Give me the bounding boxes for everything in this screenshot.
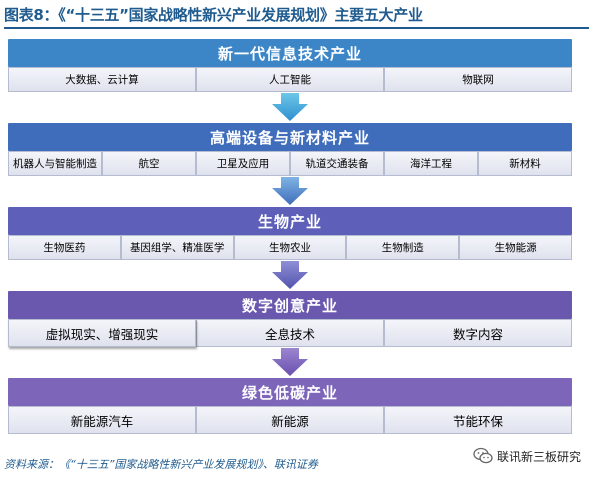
sub-industry-cell: 新能源汽车	[8, 406, 196, 434]
sub-industry-cell: 全息技术	[196, 319, 384, 347]
sub-industry-cell: 海洋工程	[384, 151, 478, 176]
sub-industry-cell: 生物制造	[346, 235, 460, 260]
industry-row-1: 大数据、云计算 人工智能 物联网	[8, 67, 572, 92]
sub-industry-cell: 基因组学、精准医学	[120, 235, 234, 260]
sub-industry-cell: 轨道交通装备	[290, 151, 384, 176]
sub-industry-cell: 大数据、云计算	[8, 67, 196, 92]
sub-industry-cell: 节能环保	[384, 406, 572, 434]
down-arrow-icon	[272, 261, 308, 289]
industry-row-3: 生物医药 基因组学、精准医学 生物农业 生物制造 生物能源	[8, 235, 572, 260]
source-note: 资料来源：《“十三五”国家战略性新兴产业发展规划》、联讯证券	[4, 458, 318, 471]
down-arrow-icon	[272, 348, 308, 376]
industry-band-5: 绿色低碳产业	[8, 378, 572, 406]
industry-band-4: 数字创意产业	[8, 291, 572, 319]
sub-industry-cell: 航空	[102, 151, 196, 176]
sub-industry-cell: 虚拟现实、增强现实	[8, 319, 196, 347]
down-arrow-icon	[272, 93, 308, 121]
sub-industry-cell: 人工智能	[196, 67, 384, 92]
watermark-text: 联讯新三板研究	[496, 449, 581, 464]
industry-row-2: 机器人与智能制造 航空 卫星及应用 轨道交通装备 海洋工程 新材料	[8, 151, 572, 176]
industry-band-3: 生物产业	[8, 207, 572, 235]
sub-industry-cell: 新材料	[478, 151, 572, 176]
sub-industry-cell: 新能源	[196, 406, 384, 434]
wechat-icon	[473, 447, 493, 464]
industry-row-4: 虚拟现实、增强现实 全息技术 数字内容	[8, 319, 572, 347]
down-arrow-icon	[272, 177, 308, 205]
industry-band-1: 新一代信息技术产业	[8, 39, 572, 67]
figure-title: 图表8：《“十三五”国家战略性新兴产业发展规划》主要五大产业	[4, 6, 423, 24]
sub-industry-cell: 生物农业	[233, 235, 347, 260]
sub-industry-cell: 生物医药	[8, 235, 121, 260]
sub-industry-cell: 生物能源	[459, 235, 572, 260]
sub-industry-cell: 卫星及应用	[196, 151, 290, 176]
watermark: 联讯新三板研究	[473, 446, 581, 466]
sub-industry-cell: 数字内容	[384, 319, 572, 347]
industry-band-2: 高端设备与新材料产业	[8, 123, 572, 151]
sub-industry-cell: 物联网	[384, 67, 572, 92]
industry-row-5: 新能源汽车 新能源 节能环保	[8, 406, 572, 434]
sub-industry-cell: 机器人与智能制造	[8, 151, 102, 176]
title-underline	[4, 27, 589, 29]
